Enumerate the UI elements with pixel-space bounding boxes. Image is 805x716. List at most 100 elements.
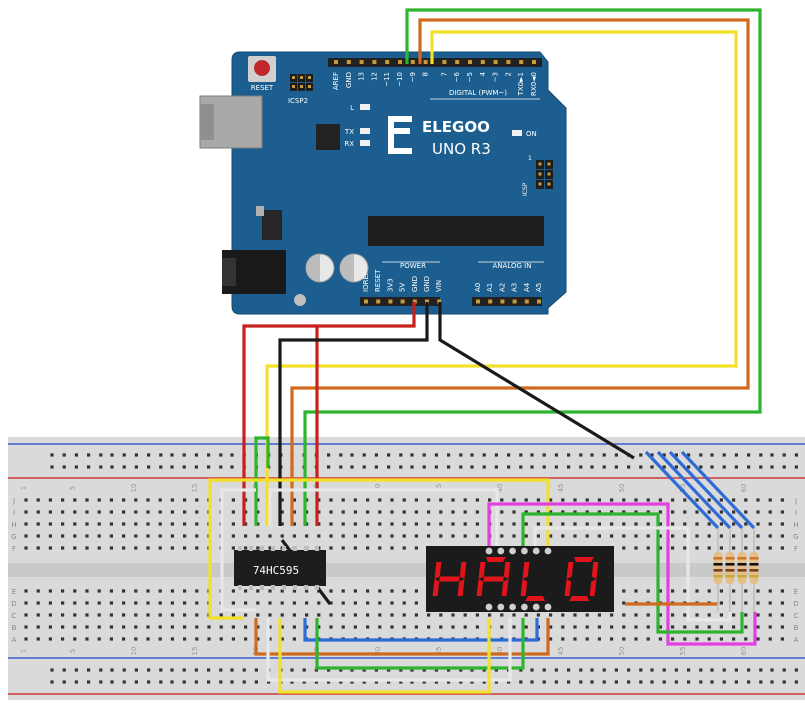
breadboard-hole (85, 601, 89, 605)
icsp2-pin-contact (292, 85, 295, 88)
led-on (512, 130, 522, 136)
breadboard-hole (24, 589, 28, 593)
resistor-band (737, 563, 747, 566)
breadboard-hole (50, 680, 54, 684)
breadboard-hole (314, 668, 318, 672)
breadboard-hole (280, 589, 284, 593)
breadboard-hole (707, 522, 711, 526)
breadboard-hole (744, 510, 748, 514)
breadboard-hole (439, 510, 443, 514)
segment-b (503, 562, 511, 579)
breadboard-hole (646, 625, 650, 629)
breadboard-hole (650, 668, 654, 672)
breadboard-hole (24, 613, 28, 617)
analog-pin (524, 299, 529, 304)
breadboard-hole (170, 465, 174, 469)
icsp-pin-contact (538, 182, 542, 186)
breadboard-hole (695, 589, 699, 593)
breadboard-hole (399, 680, 403, 684)
icsp2-pin-contact (300, 76, 303, 79)
segment-a (574, 557, 594, 562)
breadboard-hole (732, 601, 736, 605)
breadboard-hole (147, 668, 151, 672)
breadboard-hole (244, 625, 248, 629)
row-letter: G (793, 533, 798, 541)
breadboard-hole (610, 637, 614, 641)
breadboard-hole (780, 522, 784, 526)
breadboard-hole (73, 613, 77, 617)
breadboard-hole (622, 589, 626, 593)
breadboard-hole (317, 510, 321, 514)
breadboard-hole (719, 637, 723, 641)
breadboard-hole (687, 453, 691, 457)
breadboard-hole (158, 637, 162, 641)
breadboard-hole (109, 589, 113, 593)
breadboard-hole (634, 522, 638, 526)
digital-pin (385, 60, 390, 64)
breadboard-hole (256, 589, 260, 593)
wire-green-chip (254, 436, 270, 526)
breadboard-hole (567, 668, 571, 672)
breadboard-hole (292, 601, 296, 605)
analog-pin-label: A5 (535, 283, 543, 292)
breadboard-hole (780, 613, 784, 617)
breadboard-hole (734, 453, 738, 457)
breadboard-hole (744, 601, 748, 605)
breadboard-hole (122, 510, 126, 514)
breadboard-hole (317, 498, 321, 502)
power-header (360, 297, 440, 306)
icsp-pin1-label: 1 (528, 155, 532, 162)
breadboard-hole (231, 613, 235, 617)
breadboard-hole (579, 668, 583, 672)
breadboard-hole (402, 601, 406, 605)
breadboard-hole (410, 680, 414, 684)
breadboard-hole (329, 522, 333, 526)
breadboard-hole (671, 510, 675, 514)
row-letter: B (12, 624, 17, 632)
breadboard-hole (719, 498, 723, 502)
breadboard-hole (662, 453, 666, 457)
reset-button[interactable] (254, 60, 270, 76)
breadboard-hole (427, 613, 431, 617)
breadboard-hole (317, 534, 321, 538)
breadboard-hole (183, 534, 187, 538)
breadboard-hole (447, 465, 451, 469)
breadboard-hole (567, 465, 571, 469)
breadboard-hole (719, 546, 723, 550)
breadboard-hole (280, 601, 284, 605)
breadboard-hole (378, 625, 382, 629)
breadboard-hole (500, 522, 504, 526)
column-number: 1 (20, 486, 28, 490)
breadboard-hole (48, 637, 52, 641)
icsp2-header (290, 74, 313, 91)
breadboard-hole (622, 522, 626, 526)
breadboard-hole (159, 465, 163, 469)
breadboard-hole (36, 546, 40, 550)
breadboard-hole (109, 613, 113, 617)
breadboard-hole (707, 546, 711, 550)
breadboard-hole (519, 680, 523, 684)
breadboard-hole (434, 453, 438, 457)
breadboard-hole (512, 534, 516, 538)
breadboard-hole (36, 589, 40, 593)
breadboard-hole (353, 498, 357, 502)
breadboard-hole (719, 589, 723, 593)
breadboard-hole (24, 534, 28, 538)
breadboard-hole (683, 510, 687, 514)
breadboard-hole (530, 680, 534, 684)
wire-green-display (521, 512, 744, 634)
breadboard-hole (254, 668, 258, 672)
breadboard-hole (87, 465, 91, 469)
breadboard-hole (134, 589, 138, 593)
digital-pin-label: ~9 (409, 72, 417, 82)
breadboard-hole (573, 498, 577, 502)
breadboard-hole (768, 589, 772, 593)
segment-e (432, 579, 440, 596)
chip-pin (238, 546, 242, 551)
breadboard-hole (219, 668, 223, 672)
breadboard-hole (780, 498, 784, 502)
breadboard-hole (110, 668, 114, 672)
breadboard-hole (590, 453, 594, 457)
breadboard-hole (475, 625, 479, 629)
breadboard-hole (110, 453, 114, 457)
